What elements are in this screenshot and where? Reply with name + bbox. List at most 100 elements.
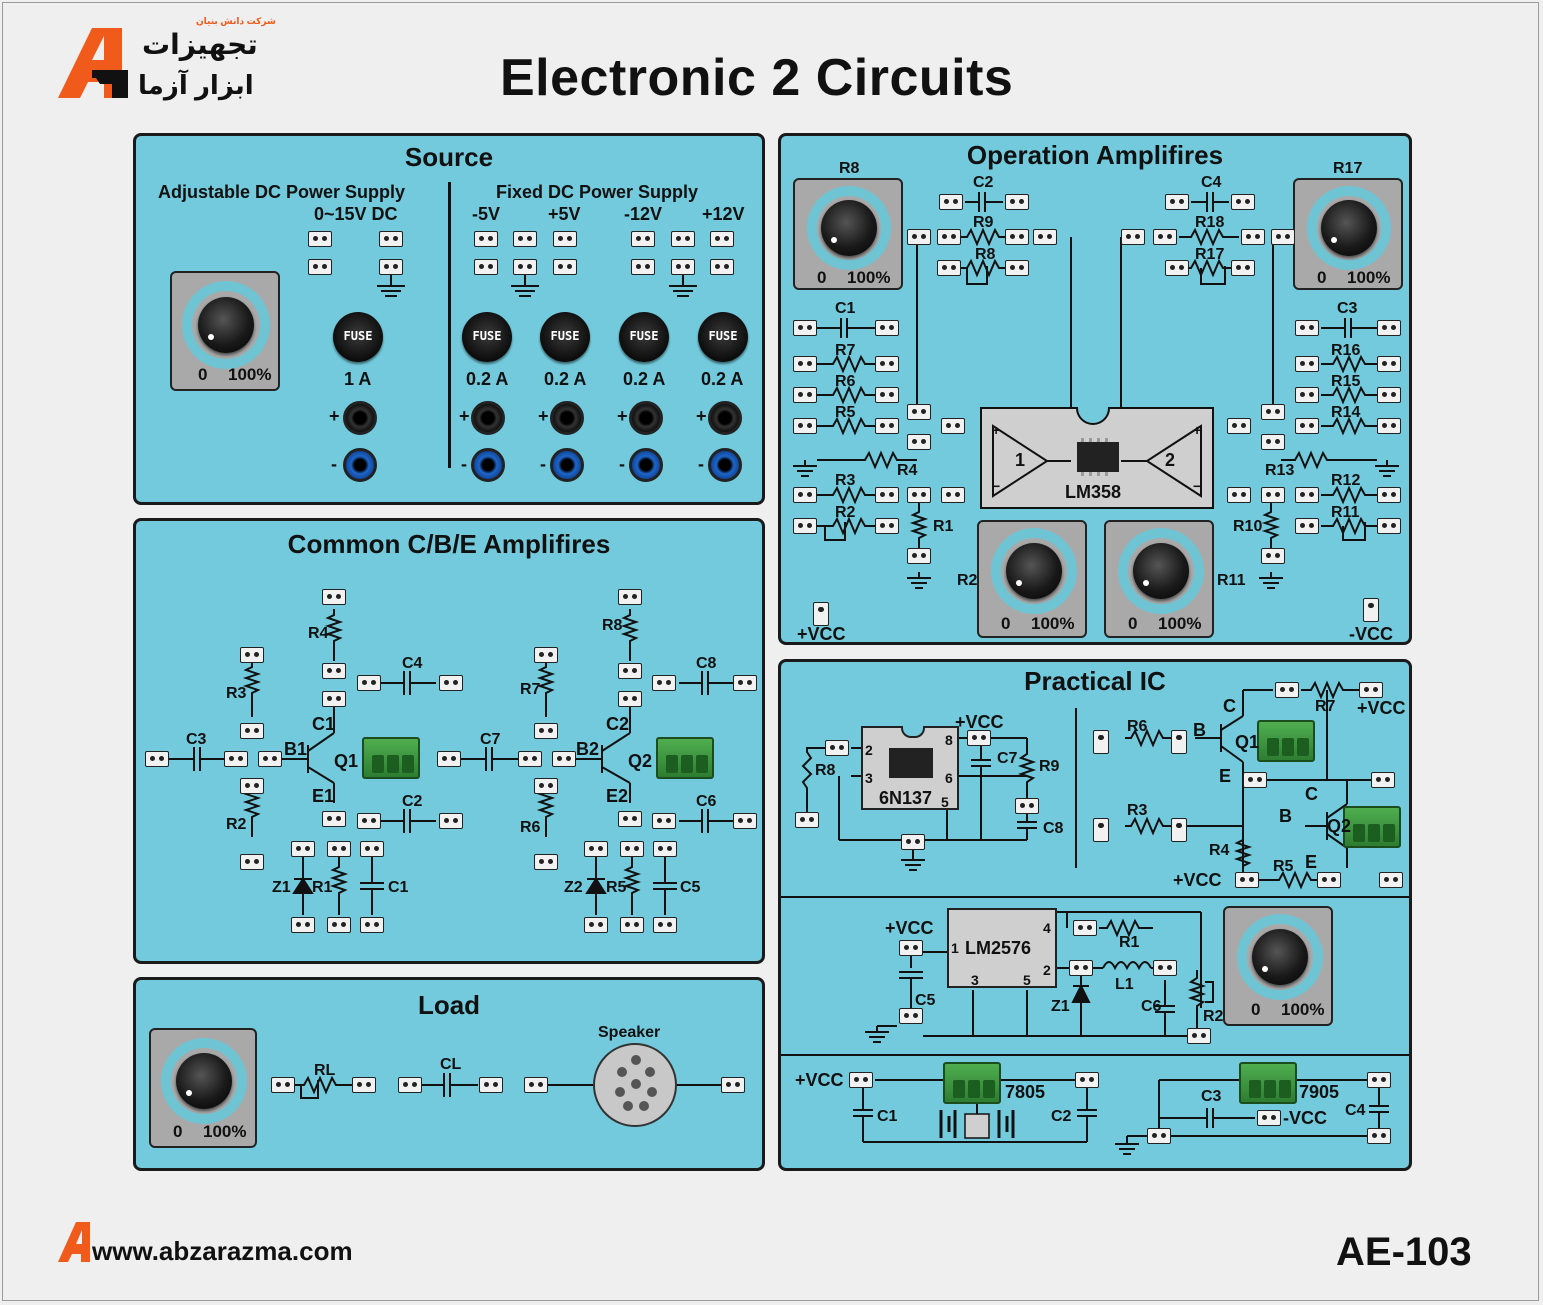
connector[interactable] bbox=[1261, 487, 1285, 503]
connector[interactable] bbox=[907, 434, 931, 450]
connector[interactable] bbox=[534, 723, 558, 739]
connector[interactable] bbox=[291, 917, 315, 933]
connector[interactable] bbox=[875, 356, 899, 372]
connector[interactable] bbox=[652, 675, 676, 691]
connector[interactable] bbox=[967, 730, 991, 746]
connector[interactable] bbox=[360, 841, 384, 857]
connector[interactable] bbox=[240, 647, 264, 663]
connector[interactable] bbox=[620, 917, 644, 933]
negative-jack[interactable] bbox=[629, 448, 663, 482]
connector[interactable] bbox=[1015, 798, 1039, 814]
connector[interactable] bbox=[1153, 960, 1177, 976]
positive-jack[interactable] bbox=[550, 401, 584, 435]
connector[interactable] bbox=[322, 589, 346, 605]
connector[interactable] bbox=[793, 418, 817, 434]
vcc-connector[interactable] bbox=[1363, 598, 1379, 622]
connector[interactable] bbox=[793, 487, 817, 503]
connector[interactable] bbox=[631, 231, 655, 247]
connector[interactable] bbox=[524, 1077, 548, 1093]
positive-jack[interactable] bbox=[471, 401, 505, 435]
website[interactable]: www.abzarazma.com bbox=[92, 1236, 353, 1266]
r17-knob[interactable] bbox=[1321, 200, 1377, 256]
connector[interactable] bbox=[899, 1008, 923, 1024]
connector[interactable] bbox=[258, 751, 282, 767]
connector[interactable] bbox=[899, 940, 923, 956]
connector[interactable] bbox=[398, 1077, 422, 1093]
connector[interactable] bbox=[271, 1077, 295, 1093]
connector[interactable] bbox=[513, 259, 537, 275]
connector[interactable] bbox=[1295, 356, 1319, 372]
connector[interactable] bbox=[1317, 872, 1341, 888]
connector[interactable] bbox=[1147, 1128, 1171, 1144]
connector[interactable] bbox=[240, 778, 264, 794]
connector[interactable] bbox=[1261, 404, 1285, 420]
connector[interactable] bbox=[849, 1072, 873, 1088]
connector[interactable] bbox=[1069, 960, 1093, 976]
connector[interactable] bbox=[1295, 418, 1319, 434]
connector[interactable] bbox=[941, 487, 965, 503]
connector[interactable] bbox=[620, 841, 644, 857]
connector[interactable] bbox=[1187, 1028, 1211, 1044]
connector[interactable] bbox=[1165, 260, 1189, 276]
connector[interactable] bbox=[474, 231, 498, 247]
connector[interactable] bbox=[652, 813, 676, 829]
connector[interactable] bbox=[733, 675, 757, 691]
connector[interactable] bbox=[291, 841, 315, 857]
connector[interactable] bbox=[534, 778, 558, 794]
buck-knob[interactable] bbox=[1252, 929, 1308, 985]
adjustable-knob[interactable] bbox=[198, 297, 254, 353]
connector[interactable] bbox=[1075, 1072, 1099, 1088]
connector[interactable] bbox=[875, 418, 899, 434]
connector[interactable] bbox=[795, 812, 819, 828]
r2-knob[interactable] bbox=[1006, 543, 1062, 599]
negative-jack[interactable] bbox=[708, 448, 742, 482]
connector[interactable] bbox=[937, 229, 961, 245]
connector[interactable] bbox=[352, 1077, 376, 1093]
connector[interactable] bbox=[1165, 194, 1189, 210]
connector[interactable] bbox=[1093, 818, 1109, 842]
connector[interactable] bbox=[1241, 229, 1265, 245]
connector[interactable] bbox=[618, 663, 642, 679]
connector[interactable] bbox=[322, 811, 346, 827]
connector[interactable] bbox=[710, 259, 734, 275]
connector[interactable] bbox=[379, 259, 403, 275]
connector[interactable] bbox=[937, 260, 961, 276]
connector[interactable] bbox=[308, 259, 332, 275]
connector[interactable] bbox=[584, 917, 608, 933]
vcc-connector[interactable] bbox=[813, 602, 829, 626]
connector[interactable] bbox=[308, 231, 332, 247]
speaker-icon[interactable] bbox=[593, 1043, 677, 1127]
negative-jack[interactable] bbox=[343, 448, 377, 482]
connector[interactable] bbox=[439, 675, 463, 691]
connector[interactable] bbox=[1295, 487, 1319, 503]
negative-jack[interactable] bbox=[471, 448, 505, 482]
connector[interactable] bbox=[1271, 229, 1295, 245]
connector[interactable] bbox=[618, 589, 642, 605]
connector[interactable] bbox=[1295, 518, 1319, 534]
connector[interactable] bbox=[1377, 487, 1401, 503]
connector[interactable] bbox=[1377, 418, 1401, 434]
connector[interactable] bbox=[534, 854, 558, 870]
connector[interactable] bbox=[145, 751, 169, 767]
connector[interactable] bbox=[875, 518, 899, 534]
connector[interactable] bbox=[1257, 1110, 1281, 1126]
connector[interactable] bbox=[671, 259, 695, 275]
connector[interactable] bbox=[322, 663, 346, 679]
connector[interactable] bbox=[1377, 320, 1401, 336]
connector[interactable] bbox=[875, 387, 899, 403]
connector[interactable] bbox=[733, 813, 757, 829]
connector[interactable] bbox=[1371, 772, 1395, 788]
connector[interactable] bbox=[1153, 229, 1177, 245]
transistor-terminal-q1[interactable] bbox=[362, 737, 420, 779]
connector[interactable] bbox=[552, 751, 576, 767]
regulator-7805-terminal[interactable] bbox=[943, 1062, 1001, 1104]
connector[interactable] bbox=[1121, 229, 1145, 245]
connector[interactable] bbox=[357, 675, 381, 691]
connector[interactable] bbox=[1235, 872, 1259, 888]
connector[interactable] bbox=[1261, 548, 1285, 564]
connector[interactable] bbox=[513, 231, 537, 247]
connector[interactable] bbox=[793, 356, 817, 372]
r11-knob[interactable] bbox=[1133, 543, 1189, 599]
connector[interactable] bbox=[618, 811, 642, 827]
connector[interactable] bbox=[653, 917, 677, 933]
